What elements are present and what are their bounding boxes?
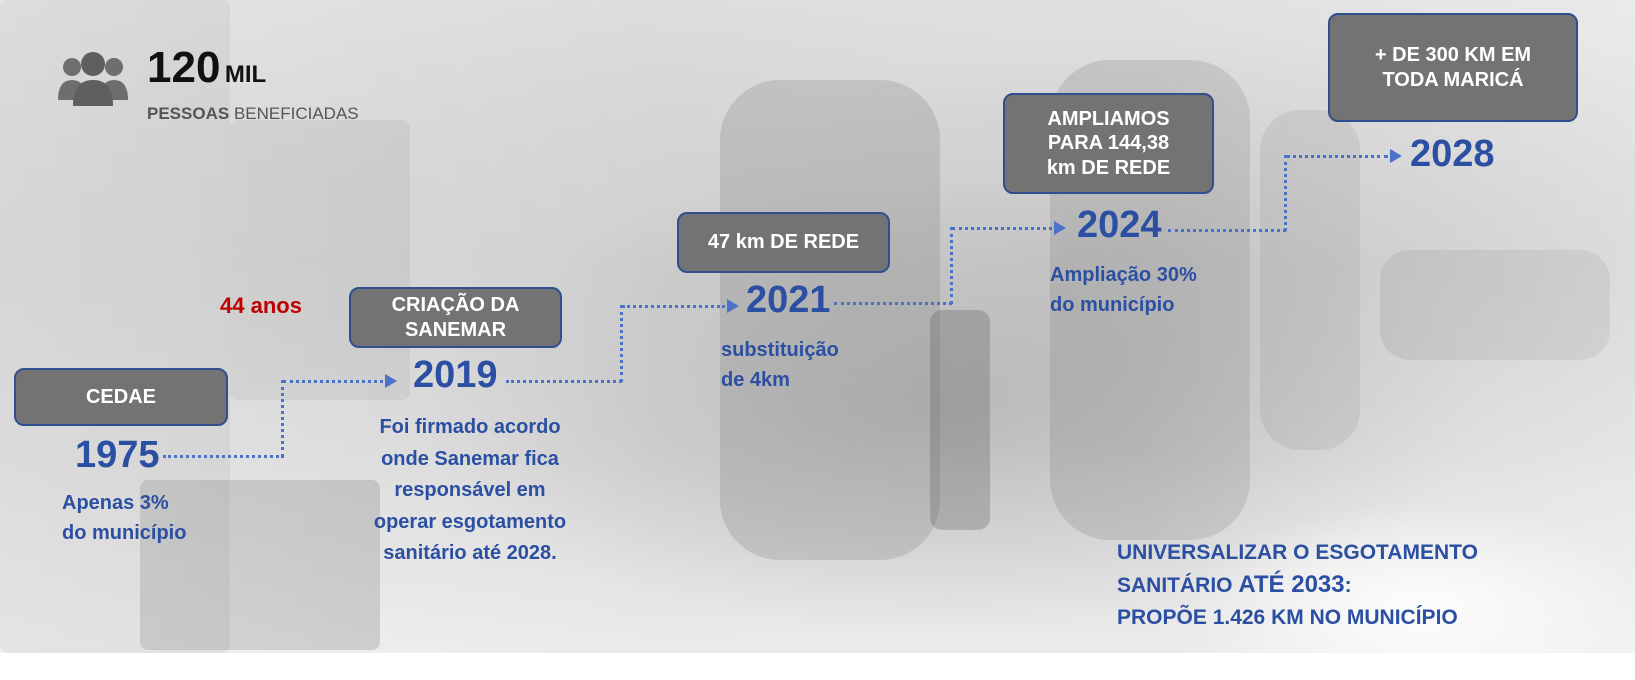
milestone-2024-desc-line: Ampliação 30%: [1050, 264, 1197, 286]
milestone-2024-box: AMPLIAMOS PARA 144,38 km DE REDE: [1003, 93, 1214, 194]
goal-line-1: UNIVERSALIZAR O ESGOTAMENTO: [1117, 541, 1478, 564]
connector-1975-2019-riser: [281, 380, 284, 457]
milestone-2019-desc-line: operar esgotamento: [373, 510, 567, 533]
goal-line-2a: SANITÁRIO: [1117, 574, 1239, 598]
beneficiaries-unit: MIL: [224, 61, 267, 88]
beneficiaries-count: 120 MIL: [147, 46, 266, 90]
milestone-2021-desc-line: de 4km: [721, 369, 790, 391]
milestone-2019-year: 2019: [413, 354, 498, 396]
connector-1975-2019-top: [283, 380, 383, 383]
milestone-1975-desc-line: do município: [62, 522, 187, 544]
milestone-2019-box-line: CRIAÇÃO DA: [391, 294, 520, 317]
milestone-2028-year: 2028: [1410, 133, 1495, 175]
universalization-goal: UNIVERSALIZAR O ESGOTAMENTO SANITÁRIO AT…: [1117, 538, 1478, 634]
milestone-2024-desc: Ampliação 30% do município: [1050, 260, 1197, 320]
connector-2019-2021-top: [622, 305, 725, 308]
connector-2021-2024-top: [952, 227, 1052, 230]
milestone-2021-desc-line: substituição: [721, 339, 839, 361]
milestone-2019-box-line: SANEMAR: [404, 318, 507, 341]
goal-line-2: SANITÁRIO ATÉ 2033:: [1117, 568, 1478, 603]
people-group-icon: [58, 52, 128, 106]
arrow-to-2021: [727, 299, 739, 313]
connector-2024-2028-riser: [1284, 155, 1287, 231]
milestone-2019-desc-line: sanitário até 2028.: [383, 542, 557, 565]
connector-1975-2019: [163, 455, 284, 458]
milestone-1975-desc: Apenas 3% do município: [62, 488, 186, 548]
arrow-to-2024: [1054, 221, 1066, 235]
beneficiaries-label-rest: BENEFICIADAS: [233, 104, 359, 123]
connector-2021-2024-riser: [950, 227, 953, 304]
duration-label: 44 anos: [220, 293, 302, 318]
goal-line-2c: :: [1344, 574, 1352, 598]
milestone-1975-box: CEDAE: [14, 368, 228, 426]
milestone-2024-desc-line: do município: [1050, 294, 1175, 316]
milestone-2028-box: + DE 300 KM EM TODA MARICÁ: [1328, 13, 1578, 122]
milestone-2028-box-line: TODA MARICÁ: [1382, 68, 1524, 91]
milestone-2021-desc: substituição de 4km: [721, 335, 839, 395]
milestone-2024-box-line: km DE REDE: [1046, 156, 1171, 179]
beneficiaries-number: 120: [147, 43, 221, 92]
connector-2024-2028-top: [1286, 155, 1388, 158]
milestone-2019-desc: Foi firmado acordo onde Sanemar fica res…: [357, 412, 583, 570]
connector-2019-2021: [506, 380, 622, 383]
milestone-2024-box-line: AMPLIAMOS: [1047, 107, 1170, 130]
milestone-1975-box-label: CEDAE: [85, 385, 156, 408]
beneficiaries-label-bold: PESSOAS: [147, 104, 230, 123]
connector-2021-2024: [834, 302, 952, 305]
milestone-1975-year: 1975: [75, 434, 160, 476]
milestone-2024-box-line: PARA 144,38: [1047, 132, 1170, 155]
milestone-2028-box-line: + DE 300 KM EM: [1374, 44, 1532, 67]
goal-line-2b: ATÉ 2033: [1238, 571, 1345, 599]
arrow-to-2019: [385, 374, 397, 388]
milestone-2019-desc-line: Foi firmado acordo: [379, 416, 561, 438]
milestone-2021-box-label: 47 km DE REDE: [707, 231, 860, 254]
fade-overlay-bottom: [1180, 500, 1635, 680]
milestone-1975-desc-line: Apenas 3%: [62, 492, 169, 514]
milestone-2021-box: 47 km DE REDE: [677, 212, 890, 273]
connector-2019-2021-riser: [620, 305, 623, 382]
connector-2024-2028: [1168, 229, 1286, 232]
goal-line-3: PROPÕE 1.426 KM NO MUNICÍPIO: [1117, 606, 1458, 630]
milestone-2019-box: CRIAÇÃO DA SANEMAR: [349, 287, 562, 348]
milestone-2019-desc-line: onde Sanemar fica: [381, 447, 559, 470]
beneficiaries-label: PESSOAS BENEFICIADAS: [147, 104, 359, 124]
milestone-2024-year: 2024: [1077, 204, 1162, 246]
arrow-to-2028: [1390, 149, 1402, 163]
milestone-2021-year: 2021: [746, 279, 831, 321]
milestone-2019-desc-line: responsável em: [394, 479, 546, 502]
